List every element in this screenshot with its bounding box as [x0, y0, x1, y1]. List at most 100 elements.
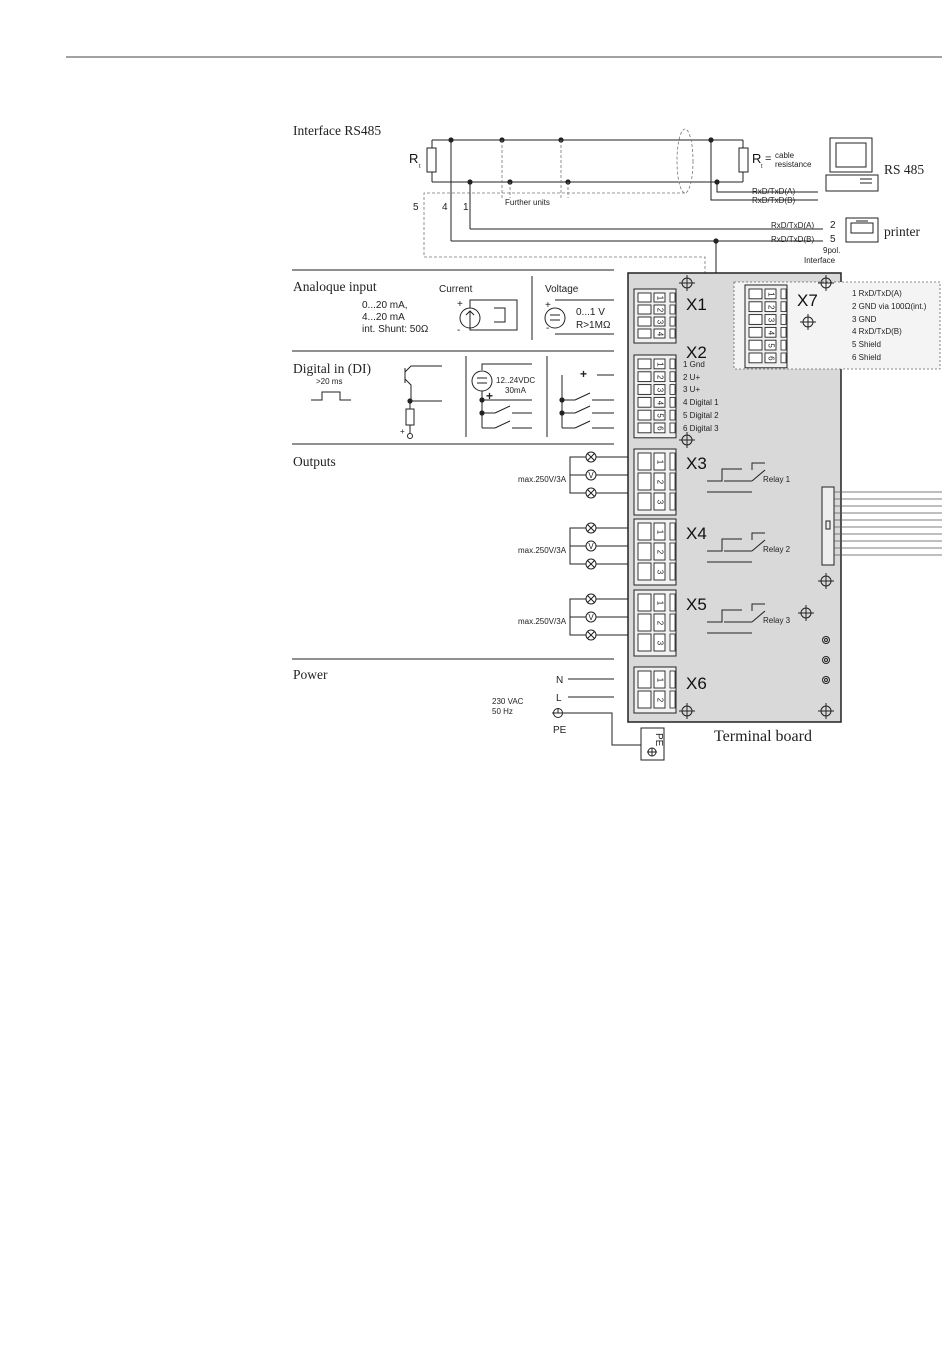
terminal-x7-clamp: [748, 326, 763, 338]
section-title-rs485: Interface RS485: [293, 123, 381, 138]
terminal-x1-label: X1: [686, 295, 707, 314]
screw-icon: [822, 656, 830, 664]
x2-pin-3: 3 U+: [683, 385, 700, 394]
section-title-outputs: Outputs: [293, 454, 336, 469]
terminal-x1-tab: [669, 316, 676, 327]
section-title-digital: Digital in (DI): [293, 361, 371, 376]
terminal-x6-pin-number: 2: [655, 698, 664, 703]
ground-icon: [552, 708, 564, 718]
terminal-x3-tab: [669, 452, 676, 471]
terminal-x3-pin-number: 2: [655, 480, 664, 485]
pe-terminal-box: [640, 727, 665, 761]
terminal-x7-pin-number: 1: [766, 292, 775, 297]
terminal-x5-screw: [653, 593, 666, 612]
terminal-x1-pin-number: 1: [655, 296, 664, 301]
digital-plus: +: [400, 427, 405, 436]
terminal-x7-clamp: [748, 288, 763, 300]
resistance-label: resistance: [775, 160, 812, 169]
x2-pin-6: 6 Digital 3: [683, 424, 719, 433]
r-right-sub: t: [761, 164, 763, 170]
further-units-label: Further units: [505, 198, 550, 207]
supply-current: 30mA: [505, 386, 527, 395]
cable-label: cable: [775, 151, 795, 160]
terminal-x1-tab: [669, 292, 676, 303]
terminal-x2-pin-number: 2: [655, 375, 664, 380]
termination-resistor-right: [738, 147, 749, 173]
supply-plus: +: [486, 389, 493, 403]
x2-pin-5: 5 Digital 2: [683, 411, 719, 420]
terminal-x2-clamp: [637, 396, 652, 408]
terminal-x5-tab: [669, 593, 676, 612]
power-voltage: 230 VAC: [492, 697, 524, 706]
terminal-x3-pin-number: 1: [655, 460, 664, 465]
terminal-x2-pin-number: 5: [655, 413, 664, 418]
relay-2-label: Relay 2: [763, 545, 791, 554]
terminal-x4-clamp: [637, 562, 652, 581]
pin-5-label: 5: [413, 202, 419, 213]
printer-rxa-label: RxD/TxD(A): [771, 221, 814, 230]
terminal-x7-clamp: [748, 352, 763, 364]
terminal-x7-pin-number: 6: [766, 356, 775, 361]
terminal-x3-screw: [653, 472, 666, 491]
r-left-sub: t: [419, 164, 421, 170]
terminal-x7-clamp: [748, 314, 763, 325]
terminal-x1-clamp: [637, 316, 652, 327]
x2-pin-list: 1 Gnd 2 U+ 3 U+ 4 Digital 1 5 Digital 2 …: [683, 360, 719, 433]
termination-resistor-left: [426, 147, 437, 173]
pulse-symbol: [311, 391, 351, 401]
terminal-x1-clamp: [637, 292, 652, 303]
terminal-x4-screw: [653, 522, 666, 541]
x2-pin-4: 4 Digital 1: [683, 398, 719, 407]
pe-label: PE: [553, 725, 567, 736]
printer-icon: [845, 217, 879, 243]
range-4-20ma: 4...20 mA: [362, 312, 405, 323]
voltage-plus: +: [545, 300, 551, 311]
terminal-x2-pin-number: 1: [655, 362, 664, 367]
pc-rxb-label: RxD/TxD(B): [752, 196, 795, 205]
screw-icon: [822, 676, 830, 684]
printer-pin-2: 2: [830, 220, 836, 231]
terminal-x1-screw: [653, 316, 666, 327]
terminal-x2-screw: [653, 358, 666, 370]
shunt-label: int. Shunt: 50Ω: [362, 324, 429, 335]
mounting-holes: [679, 275, 834, 719]
terminal-x7-screw: [764, 288, 777, 300]
terminal-x1-screw: [653, 328, 666, 339]
terminal-x7-tab: [780, 352, 787, 364]
cable-shield: [676, 128, 694, 194]
terminal-x3-pin-number: 3: [655, 500, 664, 505]
section-title-analogue: Analoque input: [293, 279, 377, 294]
terminal-x7-label: X7: [797, 291, 818, 310]
pc-rxa-label: RxD/TxD(A): [752, 187, 795, 196]
terminal-x5-tab: [669, 613, 676, 632]
contact-plus: +: [580, 367, 587, 381]
terminal-x7-screw: [764, 314, 777, 325]
terminal-x2-label: X2: [686, 343, 707, 362]
terminal-x3-tab: [669, 492, 676, 511]
terminal-x6-clamp: [637, 670, 652, 689]
terminal-x1-tab: [669, 328, 676, 339]
printer-pin-5: 5: [830, 234, 836, 245]
power-frequency: 50 Hz: [492, 707, 513, 716]
terminal-x6-label: X6: [686, 674, 707, 693]
relay-3-label: Relay 3: [763, 616, 791, 625]
pin-1-label: 1: [463, 202, 469, 213]
output-wires: [614, 456, 628, 636]
terminal-x6-screw: [653, 670, 666, 689]
terminal-x4-pin-number: 2: [655, 550, 664, 555]
terminal-board-label: Terminal board: [714, 728, 812, 745]
terminal-x2-clamp: [637, 371, 652, 383]
terminal-x1-pin-number: 4: [655, 332, 664, 337]
terminal-x2-clamp: [637, 358, 652, 370]
terminal-x5-pin-number: 3: [655, 641, 664, 646]
terminal-x3-tab: [669, 472, 676, 491]
terminal-x4-screw: [653, 562, 666, 581]
terminal-x6-tab: [669, 670, 676, 689]
terminal-x7-pin-number: 2: [766, 305, 775, 310]
terminal-x5-label: X5: [686, 595, 707, 614]
voltage-range: 0...1 V: [576, 307, 605, 318]
